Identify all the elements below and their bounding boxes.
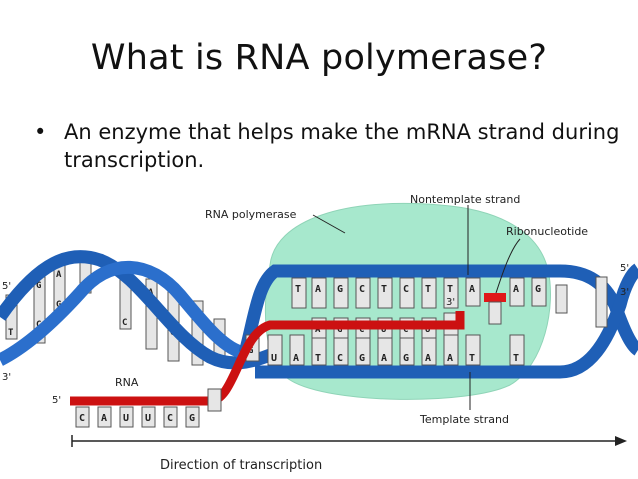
label-five-prime-rna: 5' (52, 395, 61, 406)
label-three-prime-right: 3' (620, 287, 629, 298)
template-base-letters: U A T C G A G A A T T (271, 353, 519, 364)
ribonucleotide (484, 293, 506, 302)
label-rna-polymerase: RNA polymerase (205, 208, 297, 221)
base-letter: A (425, 353, 431, 364)
base-letter: A (101, 413, 107, 424)
base-letter: G (189, 413, 195, 424)
base-letter: C (337, 353, 343, 364)
base-letter: A (513, 284, 519, 295)
base-letter: T (295, 284, 301, 295)
bullet-text: An enzyme that helps make the mRNA stran… (64, 120, 620, 172)
base-letter: T (513, 353, 519, 364)
base-letter: G (403, 353, 409, 364)
base-letter: T (315, 353, 321, 364)
base-letter: C (79, 413, 85, 424)
base-letter: A (469, 284, 475, 295)
label-pointers (312, 205, 521, 410)
base-letter: U (425, 325, 430, 335)
base-letter: C (167, 413, 173, 424)
slide-title: What is RNA polymerase? (90, 38, 548, 78)
dna-strand-left-front (0, 260, 247, 366)
label-direction-of-transcription: Direction of transcription (160, 458, 322, 473)
base-letter: C (403, 325, 408, 335)
base-letter: C (122, 318, 127, 328)
base-letter: G (359, 353, 365, 364)
base-letter: G (56, 300, 61, 310)
base-letter: G (337, 284, 343, 295)
base-letter: U (381, 325, 386, 335)
base-letter: T (447, 284, 453, 295)
label-three-prime-left: 3' (2, 372, 11, 383)
rna-tail-bases (75, 388, 222, 428)
nontemplate-base-letters: T A G C T C T T A A G (295, 284, 541, 295)
base-letter: C (359, 325, 364, 335)
base-letter: C (403, 284, 409, 295)
nontemplate-bases (291, 277, 547, 309)
base-letter: A (447, 353, 453, 364)
base-letter: T (8, 328, 14, 338)
base-letter: G (248, 346, 253, 356)
label-rna: RNA (115, 376, 139, 389)
label-three-prime-rna: 3' (446, 297, 455, 308)
transcription-diagram: G A T A C G G A G C T A G C T C T T A A … (0, 193, 638, 473)
nontemplate-strand (238, 264, 638, 356)
base-letter: G (337, 325, 342, 335)
label-nontemplate-strand: Nontemplate strand (410, 193, 520, 206)
direction-arrow (71, 435, 627, 447)
ribonucleotide-base (488, 301, 502, 325)
base-letter: C (359, 284, 365, 295)
base-letter: U (145, 413, 151, 424)
bullet-marker: • (34, 120, 47, 144)
template-bases (267, 334, 525, 366)
base-letter: T (425, 284, 431, 295)
base-letter: A (381, 353, 387, 364)
base-letter: A (56, 270, 62, 280)
base-letter: T (469, 353, 475, 364)
base-letter: A (315, 284, 321, 295)
base-letter: A (293, 353, 299, 364)
label-template-strand: Template strand (419, 413, 509, 426)
rna-tail-base-letters: C A U U C G (79, 413, 195, 424)
base-letter: T (381, 284, 387, 295)
dna-strand-left-back (0, 250, 273, 370)
right-helix-base-pairs (555, 276, 608, 328)
base-letter: U (271, 353, 277, 364)
template-strand (255, 263, 638, 379)
label-five-prime-left: 5' (2, 281, 11, 292)
base-letter: G (36, 281, 41, 291)
base-letter: U (123, 413, 129, 424)
label-five-prime-right: 5' (620, 263, 629, 274)
base-letter: G (535, 284, 541, 295)
base-letter: A (315, 325, 321, 335)
label-ribonucleotide: Ribonucleotide (506, 225, 588, 238)
